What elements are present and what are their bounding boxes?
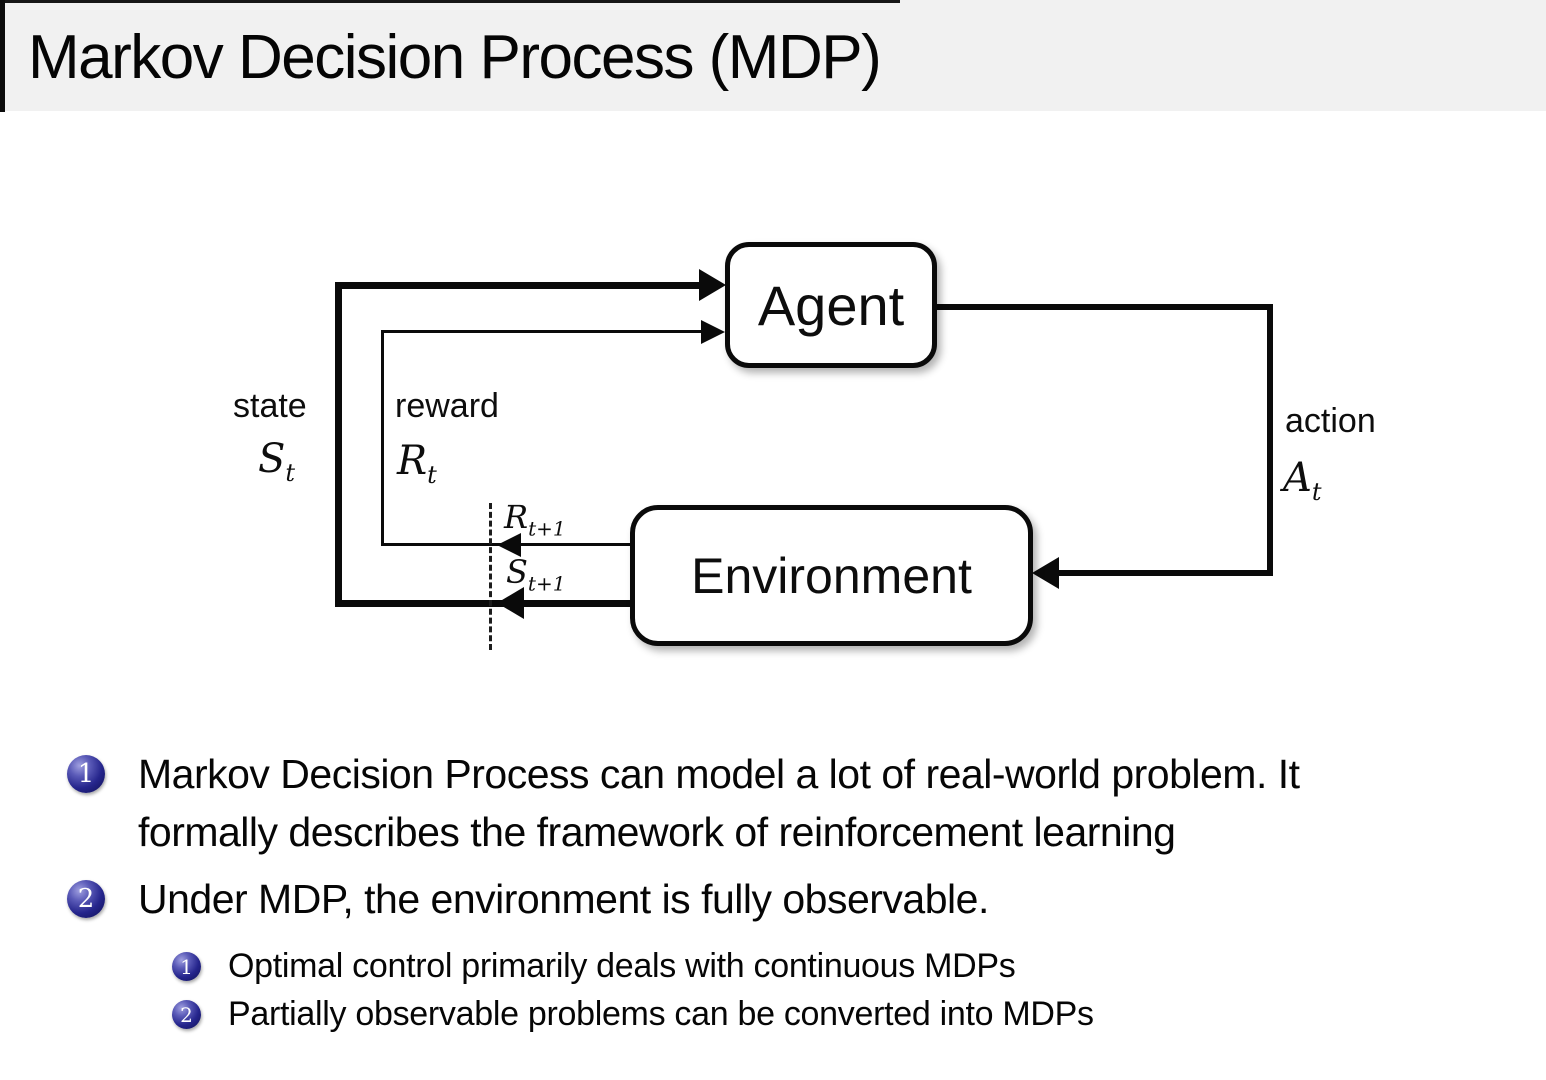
arrowhead-right-reward-icon bbox=[701, 320, 725, 344]
agent-box: Agent bbox=[725, 242, 937, 368]
state-symbol-label: St bbox=[258, 436, 296, 487]
sub-bullet-2-text: Partially observable problems can be con… bbox=[228, 995, 1094, 1033]
action-line-bottom bbox=[1037, 570, 1273, 576]
state-line-top bbox=[335, 282, 712, 289]
timestep-dashed-line bbox=[489, 503, 492, 650]
bullet-1-line-1: Markov Decision Process can model a lot … bbox=[138, 751, 1300, 797]
reward-symbol-label: Rt bbox=[397, 438, 437, 489]
window-top-edge bbox=[0, 0, 900, 3]
action-symbol-label: At bbox=[1283, 455, 1322, 506]
bullet-2-line-1: Under MDP, the environment is fully obse… bbox=[138, 876, 989, 922]
state-next-label: St+1 bbox=[506, 553, 566, 596]
sub-bullet-2-ball: 2 bbox=[172, 1000, 201, 1029]
action-line-vertical bbox=[1267, 304, 1273, 576]
environment-label: Environment bbox=[691, 547, 972, 604]
reward-line-top bbox=[381, 330, 712, 333]
agent-label: Agent bbox=[757, 273, 905, 337]
action-word-label: action bbox=[1285, 402, 1376, 440]
arrowhead-right-state-icon bbox=[699, 269, 726, 301]
window-left-edge bbox=[0, 0, 5, 112]
reward-next-label: Rt+1 bbox=[504, 498, 566, 541]
state-line-vertical bbox=[335, 282, 342, 607]
page-title: Markov Decision Process (MDP) bbox=[28, 23, 882, 92]
sub-bullet-1-ball: 1 bbox=[172, 952, 201, 981]
slide-header: Markov Decision Process (MDP) bbox=[0, 0, 1546, 111]
reward-line-vertical bbox=[381, 330, 384, 546]
arrowhead-left-action-icon bbox=[1032, 557, 1059, 589]
bullet-2-ball: 2 bbox=[67, 880, 105, 918]
arrowhead-left-state-icon bbox=[497, 587, 524, 619]
sub-bullet-1-text: Optimal control primarily deals with con… bbox=[228, 947, 1016, 985]
arrowhead-left-reward-icon bbox=[497, 533, 521, 557]
state-line-bottom bbox=[335, 600, 631, 607]
state-word-label: state bbox=[233, 387, 307, 425]
environment-box: Environment bbox=[630, 505, 1033, 646]
reward-word-label: reward bbox=[395, 387, 499, 425]
action-line-top bbox=[937, 304, 1273, 310]
bullet-1-line-2: formally describes the framework of rein… bbox=[138, 809, 1176, 855]
bullet-1-ball: 1 bbox=[67, 755, 105, 793]
